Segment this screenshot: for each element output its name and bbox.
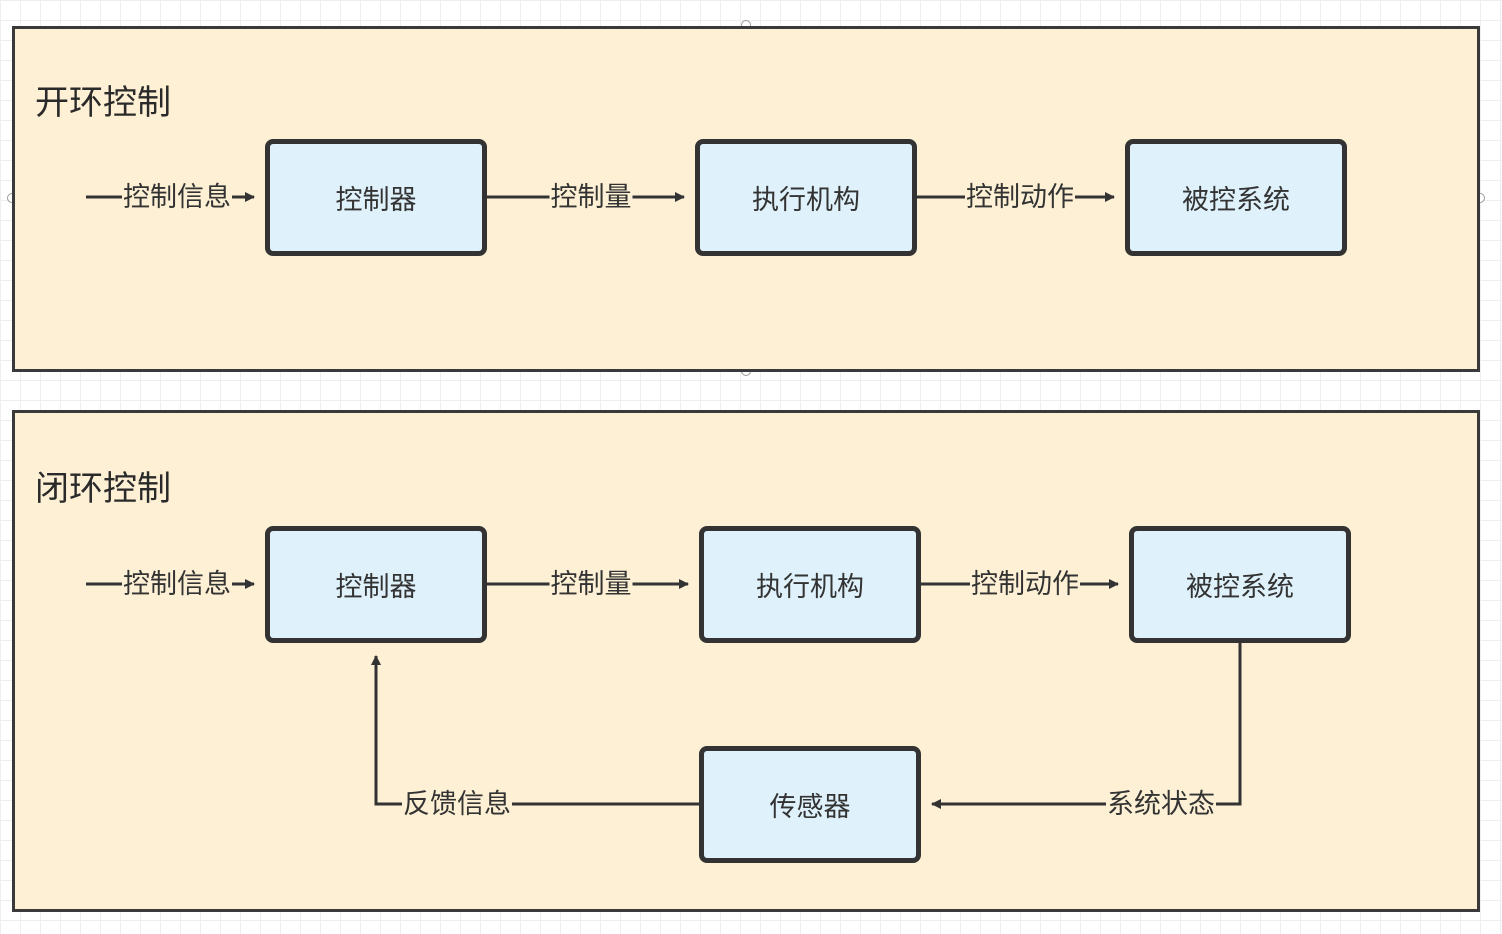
closed-control-action-label: 控制动作 [970,568,1080,602]
closed-controller-node[interactable]: 控制器 [265,526,487,643]
open-plant-node[interactable]: 被控系统 [1125,139,1347,256]
sensor-label: 传感器 [769,792,851,823]
closed-input-label: 控制信息 [122,568,232,602]
closed-control-quantity-label: 控制量 [549,568,633,602]
open-loop-title: 开环控制 [35,83,171,123]
open-control-action-label: 控制动作 [965,181,1075,215]
open-control-quantity-label: 控制量 [549,181,633,215]
open-actuator-label: 执行机构 [752,185,860,216]
closed-plant-node[interactable]: 被控系统 [1129,526,1351,643]
closed-loop-title: 闭环控制 [35,469,171,509]
sensor-node[interactable]: 传感器 [699,746,921,863]
open-controller-label: 控制器 [335,185,417,216]
closed-actuator-node[interactable]: 执行机构 [699,526,921,643]
open-controller-node[interactable]: 控制器 [265,139,487,256]
system-state-arrow [931,642,1242,809]
open-actuator-node[interactable]: 执行机构 [695,139,917,256]
feedback-label: 反馈信息 [402,788,512,822]
open-input-label: 控制信息 [122,181,232,215]
closed-actuator-label: 执行机构 [756,572,864,603]
system-state-label: 系统状态 [1106,788,1216,822]
closed-plant-label: 被控系统 [1186,572,1294,603]
closed-controller-label: 控制器 [335,572,417,603]
feedback-arrow [371,655,700,806]
open-plant-label: 被控系统 [1182,185,1290,216]
